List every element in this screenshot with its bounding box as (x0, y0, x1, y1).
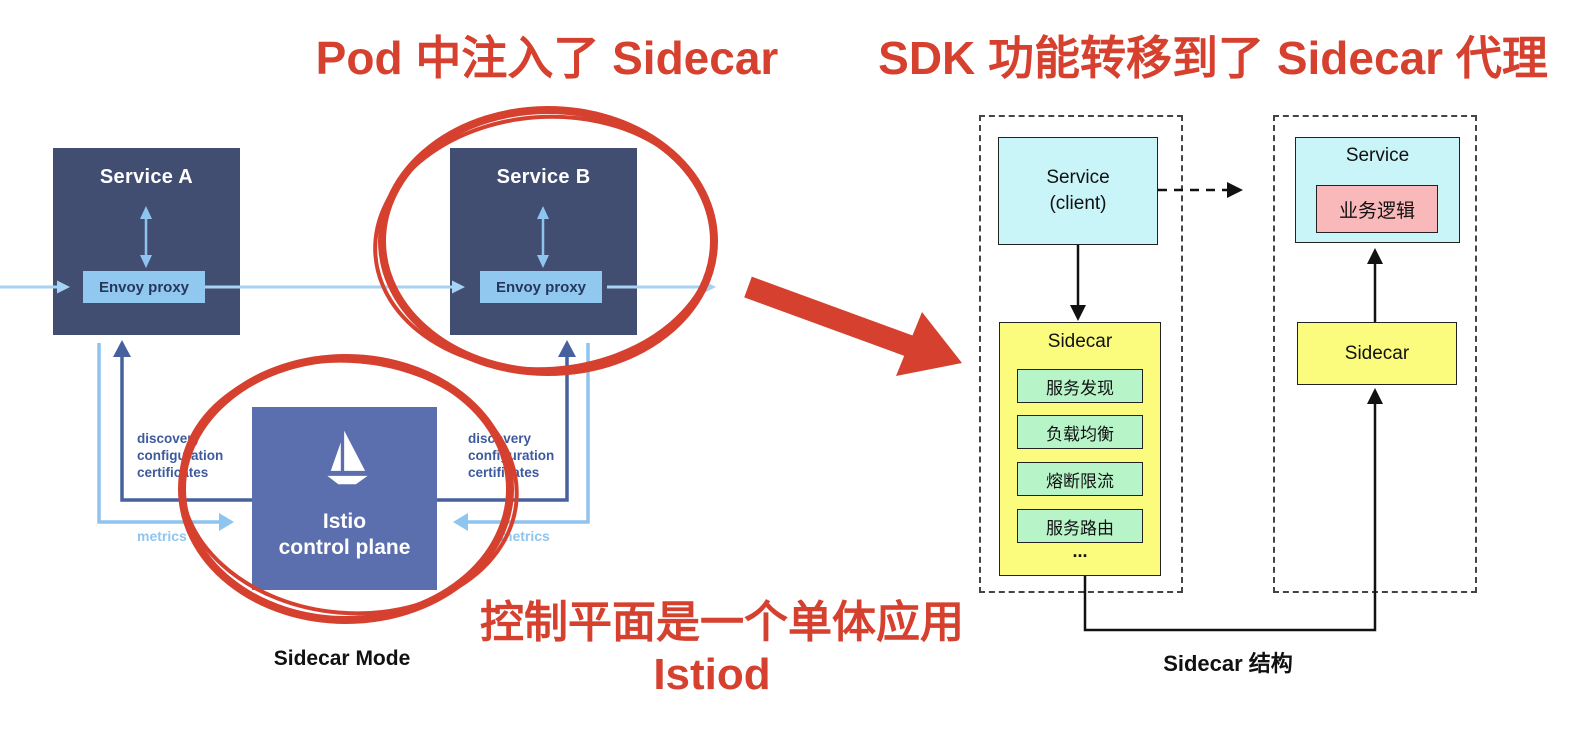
feature-load-balancing: 负载均衡 (1017, 415, 1143, 449)
business-logic-box: 业务逻辑 (1316, 185, 1438, 233)
feature-service-routing: 服务路由 (1017, 509, 1143, 543)
server-sidecar-box: Sidecar (1297, 322, 1457, 385)
service-client-label-line2: (client) (1049, 193, 1107, 214)
client-pod-dashed-frame (979, 115, 1183, 593)
istio-sailboat-icon (318, 429, 372, 496)
service-a-label: Service A (99, 166, 194, 188)
istio-control-plane-box: Istio control plane (252, 407, 437, 590)
service-server-label: Service (1345, 145, 1410, 166)
discovery-line3: certificates (137, 465, 209, 480)
envoy-proxy-box-a: Envoy proxy (83, 271, 205, 303)
control-plane-label-line1: Istio (322, 510, 367, 533)
red-arrow-shaft (744, 276, 916, 358)
service-client-label-line1: Service (1046, 167, 1110, 189)
feature-service-discovery: 服务发现 (1017, 369, 1143, 403)
discovery-line2: configuration (468, 448, 555, 463)
red-arrow-head (896, 312, 962, 376)
service-a-box: Service A Envoy proxy (53, 148, 240, 335)
annotation-title-pod-sidecar: Pod 中注入了 Sidecar (315, 32, 779, 84)
discovery-line1: discovery (137, 431, 201, 446)
feature-circuit-breaking: 熔断限流 (1017, 462, 1143, 496)
annotation-title-sdk-sidecar: SDK 功能转移到了 Sidecar 代理 (878, 32, 1548, 84)
envoy-proxy-box-b: Envoy proxy (480, 271, 602, 303)
caption-sidecar-mode: Sidecar Mode (273, 647, 411, 670)
control-plane-label-line2: control plane (278, 536, 411, 559)
metrics-label-left: metrics (137, 528, 187, 544)
discovery-line1: discovery (468, 431, 532, 446)
caption-sidecar-structure: Sidecar 结构 (1163, 651, 1293, 676)
annotation-control-plane-note: 控制平面是一个单体应用 (480, 598, 964, 647)
client-sidecar-label: Sidecar (1047, 331, 1113, 352)
client-sidecar-box: Sidecar 服务发现 负载均衡 熔断限流 服务路由 ... (999, 322, 1161, 576)
discovery-label-left: discovery configuration certificates (137, 430, 223, 481)
service-server-box: Service 业务逻辑 (1295, 137, 1460, 243)
discovery-label-right: discovery configuration certificates (468, 430, 554, 481)
service-b-box: Service B Envoy proxy (450, 148, 637, 335)
discovery-line2: configuration (137, 448, 224, 463)
annotation-istiod-note: Istiod (653, 650, 771, 699)
discovery-line3: certificates (468, 465, 540, 480)
feature-ellipsis: ... (1072, 541, 1088, 561)
service-b-label: Service B (496, 166, 591, 188)
metrics-label-right: metrics (500, 528, 550, 544)
service-client-box: Service (client) (998, 137, 1158, 245)
